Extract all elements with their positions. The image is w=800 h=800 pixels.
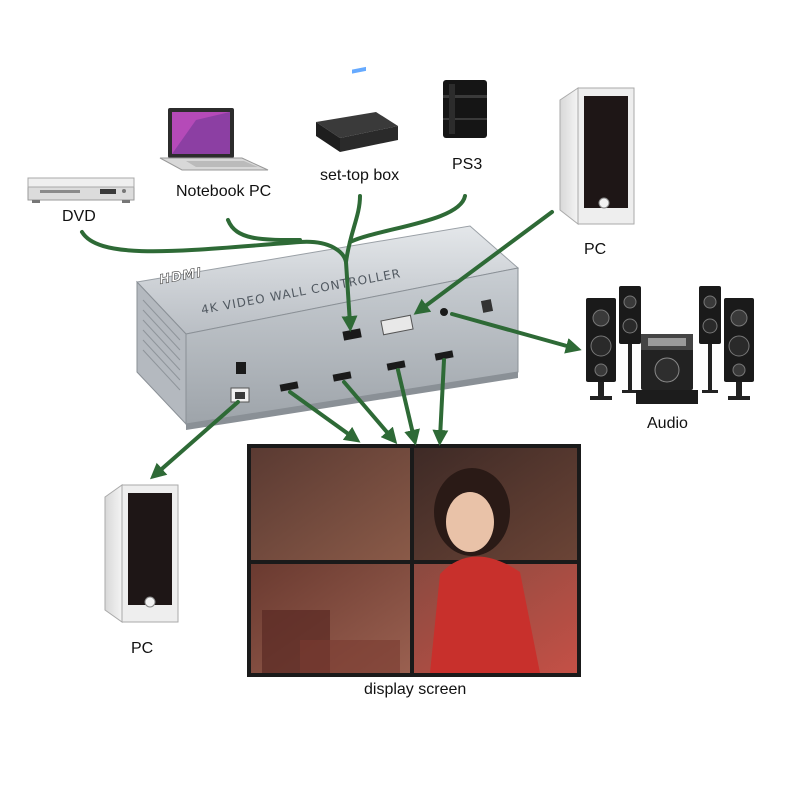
video-wall-display-screen [247, 444, 581, 677]
notebook-to-controller-line [226, 218, 302, 242]
set-top-box-icon [316, 66, 398, 152]
ps3-to-controller-line [348, 194, 467, 244]
pc-tower-right-icon [559, 87, 635, 226]
video-wall-controller-device [135, 225, 520, 430]
controller-to-audio-line [450, 312, 582, 354]
dvd-to-controller-line [80, 230, 348, 264]
dvd-label: DVD [62, 208, 96, 225]
output4-to-display-line [432, 358, 449, 446]
pc-left-label: PC [131, 640, 154, 657]
output3-to-display-line [396, 368, 420, 446]
pc-tower-left-icon [104, 484, 179, 623]
controller-input-trunk [341, 260, 358, 332]
audio-label: Audio [647, 415, 688, 432]
ps3-label: PS3 [452, 156, 483, 173]
notebook-pc-label: Notebook PC [176, 183, 272, 200]
output2-to-display-line [342, 380, 398, 445]
dvd-player-icon [27, 177, 135, 203]
ps3-console-icon [443, 80, 487, 138]
set-top-box-label: set-top box [320, 167, 400, 184]
audio-speaker-system-icon [586, 286, 754, 404]
connection-lines [80, 194, 582, 480]
notebook-pc-icon [159, 108, 269, 171]
stb-to-controller-line [344, 194, 362, 264]
pc-right-to-controller-line [413, 210, 554, 315]
pc-right-label: PC [584, 241, 607, 258]
display-screen-label: display screen [364, 681, 467, 698]
controller-to-pc-left-line [149, 400, 240, 480]
output1-to-display-line [288, 390, 361, 443]
